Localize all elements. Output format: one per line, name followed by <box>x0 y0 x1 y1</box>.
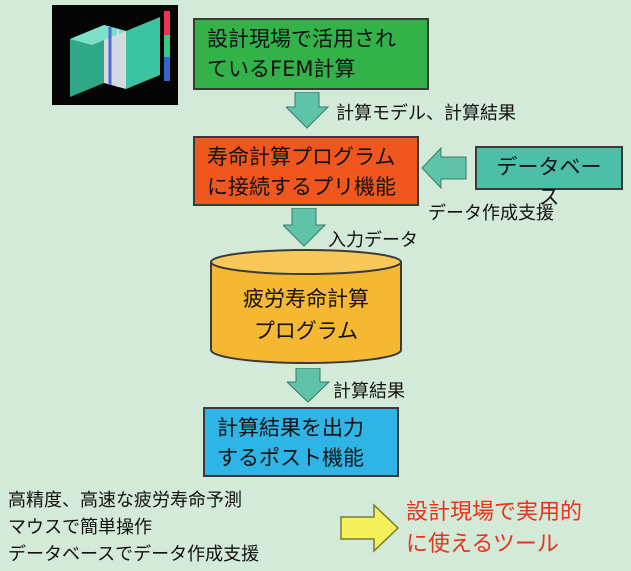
tool-line2: に使えるツール <box>406 532 559 557</box>
edge-label-data-creation-support: データ作成支援 <box>428 203 554 224</box>
practical-tool-statement: 設計現場で実用的 に使えるツール <box>406 497 582 561</box>
feature-mouse-operation: マウスで簡単操作 <box>8 517 152 538</box>
program-label: 疲労寿命計算 プログラム <box>209 283 403 347</box>
program-line2: プログラム <box>253 319 359 343</box>
edge-label-input-data: 入力データ <box>328 230 418 251</box>
pre-box-line2: に接続するプリ機能 <box>207 175 396 199</box>
pre-box-line1: 寿命計算プログラム <box>207 145 396 169</box>
post-box-line2: するポスト機能 <box>217 446 364 470</box>
feature-list: 高精度、高速な疲労寿命予測 マウスで簡単操作 データベースでデータ作成支援 <box>8 487 259 568</box>
edge-label-model-results: 計算モデル、計算結果 <box>336 103 516 124</box>
arrow-fem-to-pre <box>286 92 330 129</box>
arrow-pre-to-program <box>283 208 327 247</box>
fem-box-line2: ているFEM計算 <box>207 57 356 81</box>
arrow-db-to-pre <box>421 147 467 189</box>
feature-accuracy: 高精度、高速な疲労寿命予測 <box>8 490 242 511</box>
post-box-line1: 計算結果を出力 <box>217 416 364 440</box>
edge-label-calc-results: 計算結果 <box>333 381 405 402</box>
database-box: データベース <box>475 146 623 209</box>
pre-processing-box: 寿命計算プログラム に接続するプリ機能 <box>193 136 419 206</box>
tool-line1: 設計現場で実用的 <box>406 500 583 525</box>
fatigue-life-program-cylinder <box>210 249 402 364</box>
fem-box-line1: 設計現場で活用され <box>207 27 396 51</box>
feature-database-support: データベースでデータ作成支援 <box>8 544 260 565</box>
result-arrow <box>340 503 400 553</box>
post-processing-box: 計算結果を出力 するポスト機能 <box>203 407 399 477</box>
arrow-program-to-post <box>287 368 331 403</box>
fem-calculation-box: 設計現場で活用され ているFEM計算 <box>193 18 429 90</box>
database-label: データベース <box>496 155 602 209</box>
fem-simulation-thumbnail <box>52 5 178 105</box>
program-line1: 疲労寿命計算 <box>243 287 369 311</box>
